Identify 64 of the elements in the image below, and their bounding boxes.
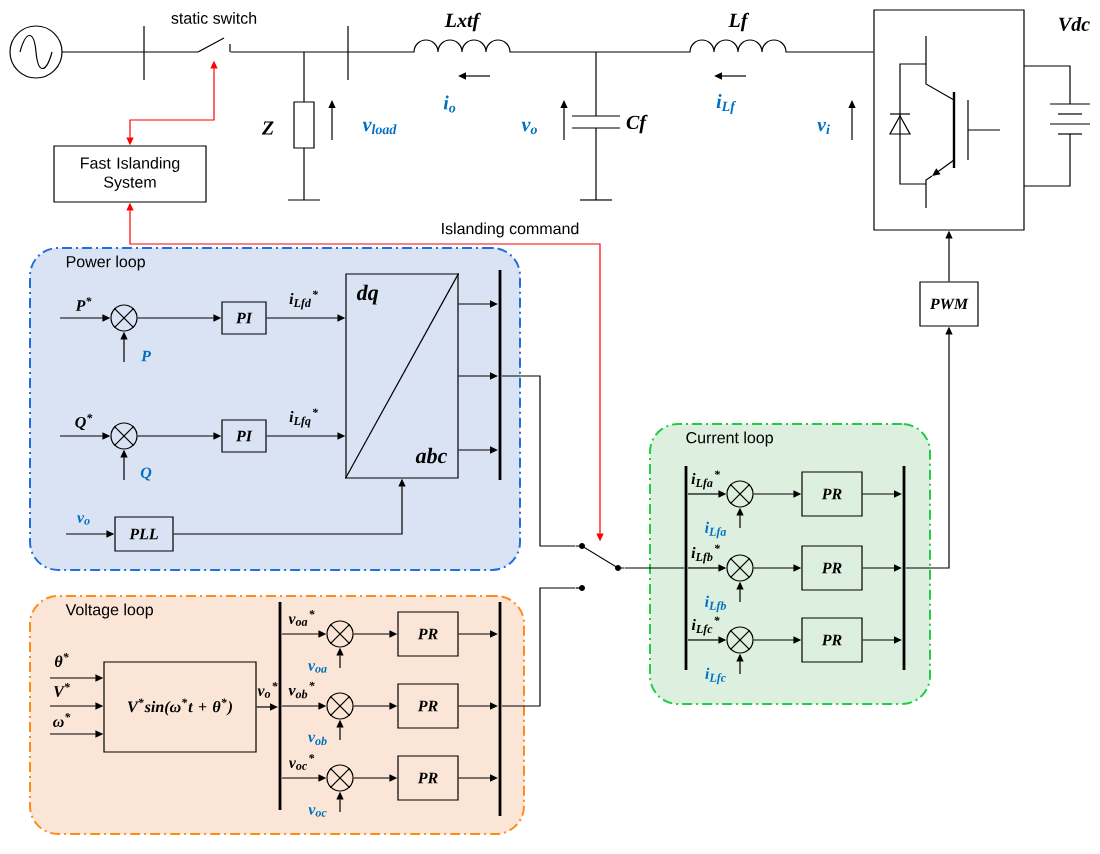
controller-box: PR: [397, 611, 459, 657]
inverter-box: [873, 9, 1025, 231]
controller-box: PR: [397, 755, 459, 801]
arrow: [458, 372, 498, 380]
static-switch: [197, 37, 231, 53]
edge-label: v$_{ob}$: [308, 734, 327, 746]
summing-junction: [326, 764, 354, 792]
edge-label: V$^{*}$: [54, 683, 70, 697]
controller-box: PR: [801, 617, 863, 663]
circuit-label: i$_{o}$: [443, 95, 456, 113]
arrow: [458, 446, 498, 454]
edge-label: v$_{o}$: [77, 515, 90, 525]
circuit-label: Vdc: [1059, 16, 1090, 32]
circuit-label: v$_{i}$: [817, 121, 830, 135]
edge-label: θ$^{*}$: [54, 653, 69, 667]
switch-label: static switch: [171, 12, 257, 24]
summing-junction: [326, 620, 354, 648]
arrow: [458, 702, 498, 710]
summing-junction: [326, 692, 354, 720]
pll-box: PLL: [114, 516, 174, 552]
edge-label: i$_{Lfa}$: [705, 521, 727, 539]
circuit-label: v$_{o}$: [521, 121, 537, 135]
circuit-label: i$_{Lf}$: [716, 94, 737, 114]
connector-line: [501, 587, 576, 707]
selector-switch: [575, 543, 625, 591]
edge-label: i$_{Lfb}$: [705, 595, 727, 613]
summing-junction: [726, 480, 754, 508]
controller-box: PI: [221, 419, 267, 453]
arrow: [458, 630, 498, 638]
function-box: V$^{*}$sin(ω$^{*}$t + θ$^{*}$): [103, 661, 257, 753]
summing-junction: [726, 554, 754, 582]
controller-box: PI: [221, 301, 267, 335]
edge-label: P: [141, 350, 151, 362]
circuit-label: Cf: [626, 114, 648, 134]
controller-box: PR: [801, 545, 863, 591]
connector-line: [624, 567, 685, 569]
connector-line: [501, 375, 576, 547]
circuit-label: Lf: [728, 12, 750, 32]
controller-box: PR: [801, 471, 863, 517]
edge-label: i$_{Lfc}$: [705, 667, 726, 685]
arrow: [256, 703, 278, 711]
edge-label: v$_{oa}$: [308, 663, 327, 673]
transform-box: dq abc: [344, 272, 460, 480]
edge-label: ω$^{*}$: [53, 713, 71, 727]
arrow: [458, 774, 498, 782]
edge-label: Q: [140, 467, 152, 481]
connector-line: [230, 39, 874, 53]
circuit-label: Lxtf: [444, 12, 481, 32]
circuit-label: v$_{load}$: [362, 121, 397, 135]
summing-junction: [110, 422, 138, 450]
arrow: [458, 300, 498, 308]
summing-junction: [726, 626, 754, 654]
arrow: [862, 490, 902, 498]
edge-label: Islanding command: [442, 222, 579, 238]
arrow: [862, 564, 902, 572]
summing-junction: [110, 304, 138, 332]
edge-label: P$^{*}$: [75, 297, 92, 311]
circuit-label: Z: [261, 121, 274, 135]
edge-label: Q$^{*}$: [75, 413, 93, 431]
edge-label: v$_{oc}$: [308, 807, 327, 817]
system-box: Fast Islanding System: [53, 145, 207, 203]
pwm-box: PWM: [919, 281, 979, 327]
controller-box: PR: [397, 683, 459, 729]
arrow: [862, 636, 902, 644]
